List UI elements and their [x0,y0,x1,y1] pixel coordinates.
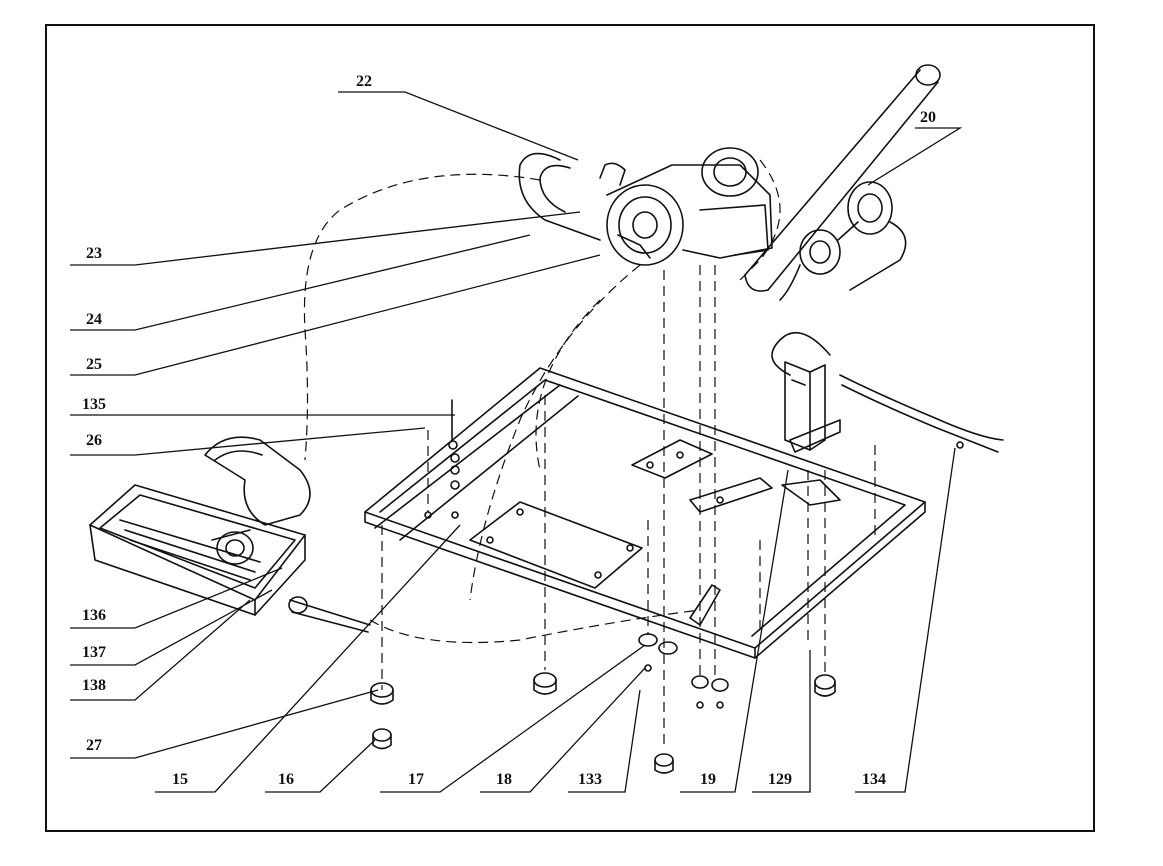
callout-16: 16 [278,771,294,788]
callout-138: 138 [82,677,106,694]
callout-15: 15 [172,771,188,788]
callout-135: 135 [82,396,106,413]
callout-26: 26 [86,432,102,449]
callout-134: 134 [862,771,886,788]
callout-129: 129 [768,771,792,788]
dashed-routing [303,159,876,750]
power-cable [771,331,1004,453]
feet-and-fasteners [370,441,964,774]
callout-17: 17 [408,771,424,788]
diagram-frame [45,24,1095,832]
feed-tube [288,596,371,633]
motor-pump-assembly [518,147,773,266]
base-frame [364,367,926,659]
callout-25: 25 [86,356,102,373]
callout-27: 27 [86,737,102,754]
callout-20: 20 [920,109,936,126]
callout-19: 19 [700,771,716,788]
fastener-stack-left [424,399,460,519]
callout-23: 23 [86,245,102,262]
vertical-bracket [784,361,841,453]
pump-head [204,436,311,565]
callout-24: 24 [86,311,102,328]
side-bracket [689,584,721,626]
callout-133: 133 [578,771,602,788]
leader-lines [70,91,963,793]
pipe-handle [744,64,941,292]
callout-136: 136 [82,607,106,624]
gauge-assembly [779,181,907,301]
callout-22: 22 [356,73,372,90]
left-tray [89,484,306,616]
mount-plate-center [469,501,643,589]
callout-137: 137 [82,644,106,661]
callout-18: 18 [496,771,512,788]
mount-bracket-right [689,477,841,513]
